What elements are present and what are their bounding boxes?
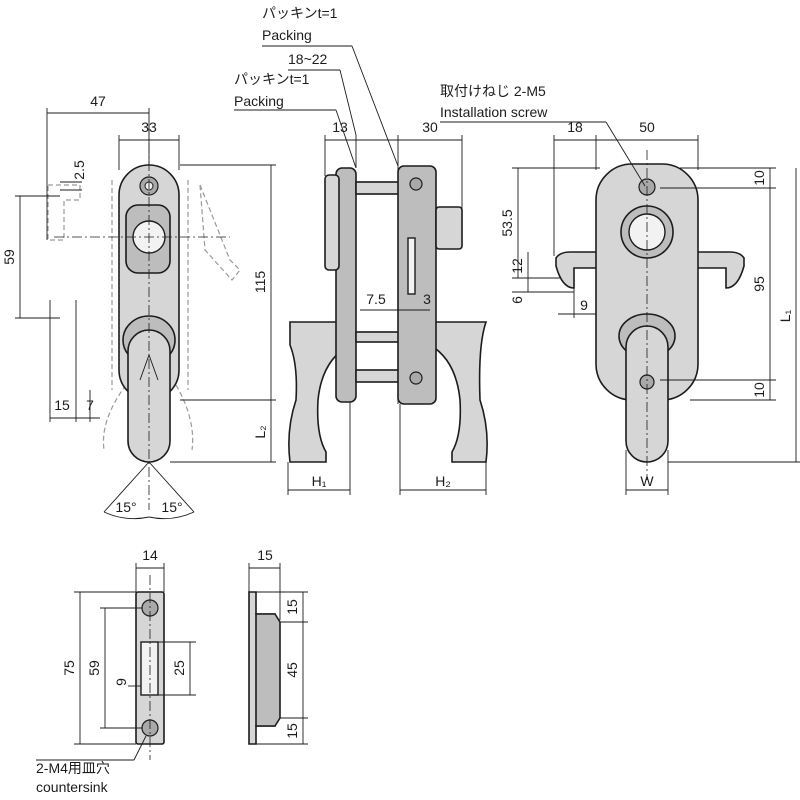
leader-packing-1 (351, 45, 399, 167)
dim-s59: 59 (86, 660, 102, 676)
label-packing-jp-2: パッキンt=1 (234, 71, 310, 87)
angle-15-right: 15° (161, 499, 182, 515)
dim-s75: 75 (61, 660, 77, 676)
dim-H1: H₁ (312, 473, 327, 489)
dim-9: 9 (580, 297, 588, 313)
strike-slot (140, 641, 159, 696)
leader-packing-2 (335, 109, 357, 169)
label-packing-en-2: Packing (234, 93, 284, 109)
dim-r15: 15 (257, 547, 273, 563)
ghost-right-handle (199, 184, 241, 281)
side-left-handle (288, 321, 351, 463)
strike-side-view: 15 15 45 15 (248, 547, 308, 745)
label-packing-en-1: Packing (262, 27, 312, 43)
dim-12: 12 (509, 258, 525, 274)
dim-3: 3 (423, 291, 431, 307)
front-view: 47 33 2.5 59 115 L₂ 15 7 15° (1, 93, 276, 520)
angle-arc-left (103, 511, 150, 520)
label-countersink-en: countersink (36, 779, 109, 795)
strike-side-lip (255, 613, 281, 727)
leader-18-22-diag (339, 69, 357, 136)
dim-13: 13 (332, 119, 348, 135)
dim-95: 95 (751, 276, 767, 292)
side-view: パッキンt=1 Packing 18~22 パッキンt=1 Packing 13… (234, 5, 488, 495)
dim-W: W (640, 473, 654, 489)
side-shaft-bot (355, 369, 401, 383)
dim-r45: 45 (284, 662, 300, 678)
dim-s25: 25 (171, 660, 187, 676)
side-right-body (397, 165, 437, 405)
side-slot (407, 237, 416, 295)
dim-47: 47 (90, 93, 106, 109)
side-right-handle (429, 321, 488, 463)
side-shaft-top (355, 181, 401, 195)
dim-33: 33 (141, 119, 157, 135)
label-screw-en: Installation screw (440, 104, 548, 120)
dim-30: 30 (422, 119, 438, 135)
dim-10-bot: 10 (751, 382, 767, 398)
leader-screw (605, 121, 646, 187)
dim-18-22: 18~22 (288, 51, 328, 67)
side-screw-bot (409, 371, 423, 385)
angle-line-left (103, 461, 150, 513)
side-shaft-mid (355, 331, 401, 343)
angle-arc-right (148, 511, 195, 520)
dim-L2: L₂ (252, 425, 268, 438)
ghost-left-handle (47, 184, 81, 241)
dim-10-top: 10 (751, 170, 767, 186)
dim-s14: 14 (142, 547, 158, 563)
dim-2-5: 2.5 (71, 160, 87, 180)
dim-H2: H₂ (435, 473, 451, 489)
label-packing-jp-1: パッキンt=1 (262, 5, 338, 21)
strike-front-view: 14 75 59 9 25 2-M4用皿穴 countersink (36, 547, 196, 795)
dim-15: 15 (54, 397, 70, 413)
side-screw-top (409, 177, 423, 191)
ghost-swing-left (102, 384, 127, 451)
angle-15-left: 15° (115, 499, 136, 515)
dim-7-5: 7.5 (366, 291, 386, 307)
dim-50: 50 (639, 119, 655, 135)
dim-7: 7 (86, 397, 94, 413)
dim-r15-top: 15 (284, 599, 300, 615)
leader-countersink (133, 735, 147, 761)
dim-53-5: 53.5 (499, 209, 515, 236)
label-screw-jp: 取付けねじ 2-M5 (440, 83, 546, 99)
dim-6: 6 (509, 296, 525, 304)
dim-59: 59 (1, 249, 17, 265)
ghost-swing-right (175, 384, 194, 451)
side-left-plate (335, 167, 357, 403)
label-countersink-jp: 2-M4用皿穴 (36, 760, 110, 776)
dim-18: 18 (567, 119, 583, 135)
side-cylinder (435, 206, 463, 250)
dim-L1: L₁ (777, 309, 793, 322)
side-left-cap (324, 174, 340, 271)
dim-r15-bot: 15 (284, 723, 300, 739)
rear-view: 取付けねじ 2-M5 Installation screw 18 50 53.5… (440, 83, 800, 495)
dim-s9: 9 (113, 678, 129, 686)
dim-115: 115 (252, 271, 268, 294)
angle-line-right (148, 461, 195, 513)
ghost-body (111, 180, 189, 390)
